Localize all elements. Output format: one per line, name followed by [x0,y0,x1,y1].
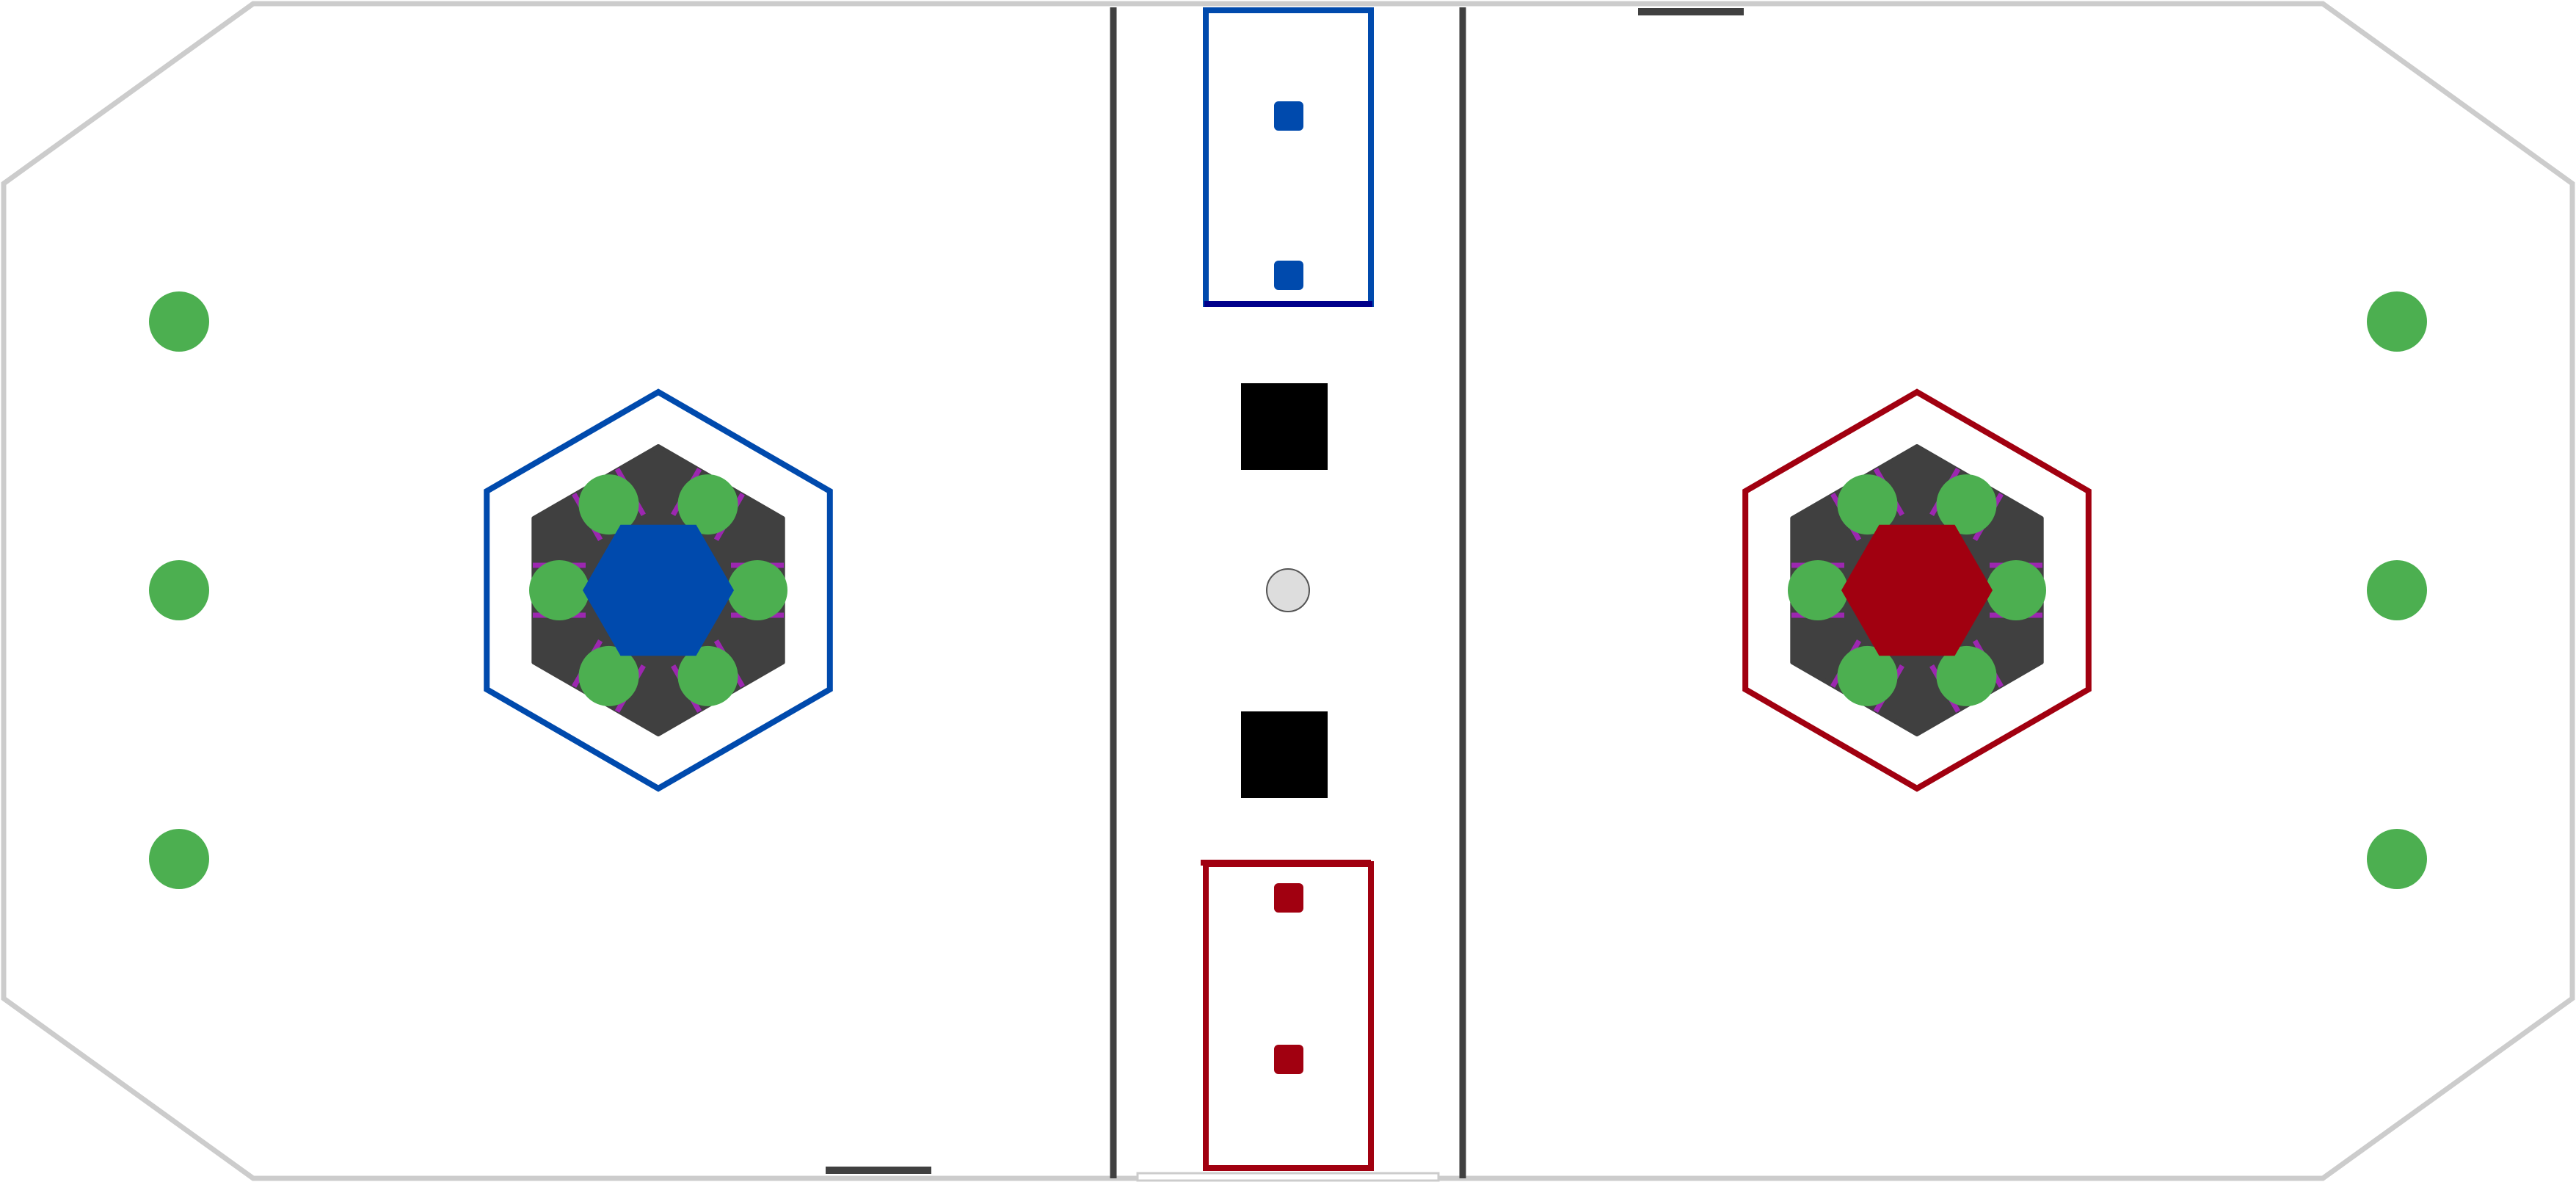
hub-ball[interactable] [529,560,589,620]
hub-ball[interactable] [727,560,787,620]
red-hub [1742,388,2092,792]
hub-ball[interactable] [1936,474,1997,535]
blue-zone [1203,7,1374,307]
blue-zone-marker[interactable] [1274,101,1303,131]
neutral-block[interactable] [1241,711,1328,798]
side-ball-left[interactable] [149,829,209,889]
center-ball[interactable] [1266,568,1310,612]
side-ball-right[interactable] [2367,829,2427,889]
hub-core[interactable] [583,524,734,656]
hub-ball[interactable] [1986,560,2046,620]
red-zone-marker[interactable] [1274,1045,1303,1074]
hub-ball[interactable] [1788,560,1848,620]
wall-segment-top [1638,8,1744,15]
hub-core[interactable] [1841,524,1993,656]
wall-segment-bottom [826,1167,931,1174]
hub-ball[interactable] [677,474,738,535]
side-ball-left[interactable] [149,291,209,352]
hub-outline [484,388,833,792]
hub-outline [1742,388,2092,792]
bottom-gap-marker [1136,1172,1440,1182]
hub-ball[interactable] [1837,474,1898,535]
blue-hub [484,388,833,792]
blue-zone-marker[interactable] [1274,261,1303,290]
hub-ball[interactable] [677,645,738,706]
hub-ball[interactable] [1837,645,1898,706]
side-ball-right[interactable] [2367,560,2427,620]
side-ball-right[interactable] [2367,291,2427,352]
red-zone-marker[interactable] [1274,883,1303,913]
hub-ball[interactable] [578,474,639,535]
side-ball-left[interactable] [149,560,209,620]
neutral-block[interactable] [1241,383,1328,470]
hub-ball[interactable] [578,645,639,706]
hub-ball[interactable] [1936,645,1997,706]
